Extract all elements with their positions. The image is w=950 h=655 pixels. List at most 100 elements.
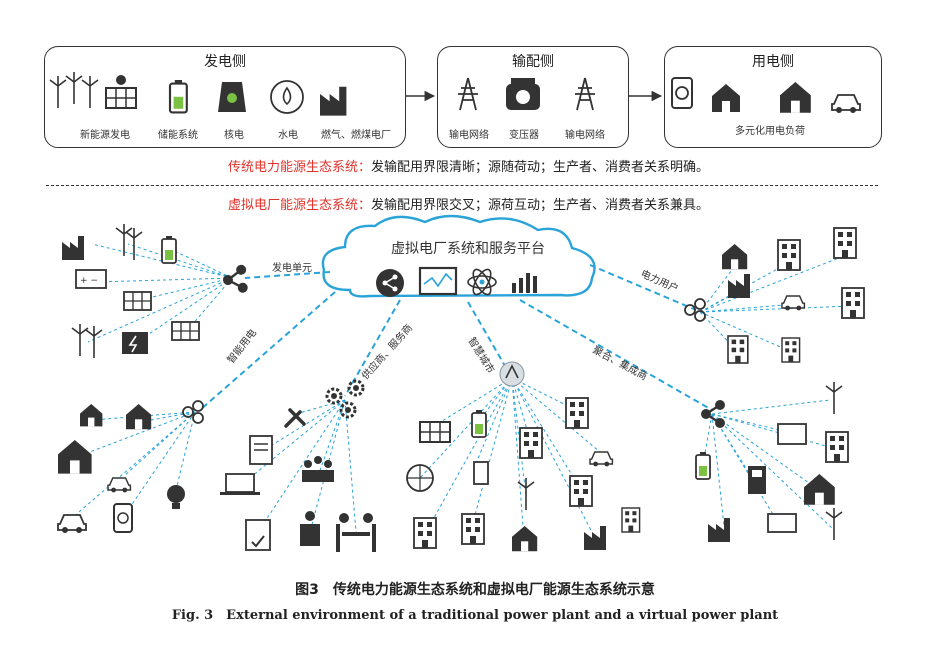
electric-car-icon	[57, 514, 87, 534]
eco-factory-icon	[708, 518, 730, 542]
tools-icon	[284, 408, 306, 428]
monitor-icon	[777, 423, 807, 445]
virtual-note-head: 虚拟电厂能源生态系统：	[228, 198, 372, 213]
map-pin-icon	[499, 361, 525, 387]
charging-car-icon	[831, 94, 861, 114]
wind-turbine-icon	[825, 507, 843, 541]
traditional-note-body: 发输配用界限清晰；源随荷动；生产者、消费者关系明确。	[371, 160, 710, 175]
handshake-icon	[336, 513, 376, 552]
battery-icon	[471, 409, 487, 438]
laptop-icon	[220, 473, 260, 495]
battery-pack-icon	[767, 513, 797, 533]
ferris-wheel-icon	[406, 464, 434, 492]
solar-panel-icon	[419, 421, 451, 443]
label-diverse-load: 多元化用电负荷	[735, 126, 805, 137]
generation-side-title: 发电侧	[204, 54, 246, 70]
power-user-spokes	[699, 255, 853, 355]
cloud-title: 虚拟电厂系统和服务平台	[391, 241, 545, 257]
village-icon	[722, 244, 748, 270]
figure-caption-cn: 图3 传统电力能源生态系统和虚拟电厂能源生态系统示意	[295, 582, 655, 598]
gear-icon	[325, 379, 365, 419]
community-icon	[780, 82, 811, 113]
label-transmission-2: 输电网络	[565, 130, 605, 141]
share-icon	[376, 269, 404, 297]
pylon-icon	[574, 77, 596, 111]
wind-turbine-icon	[115, 223, 143, 261]
link-label-supplier: 供应商、服务商	[359, 321, 416, 382]
ev-station-icon	[473, 461, 489, 485]
battery-icon	[161, 235, 177, 264]
houses-icon	[512, 526, 538, 552]
transmission-side-box: 输配侧	[437, 46, 629, 148]
store-icon	[781, 337, 801, 363]
solar-panel-icon	[105, 75, 137, 109]
link-label-smart-city: 智慧城市	[465, 335, 497, 376]
transmission-side-title: 输配侧	[512, 54, 554, 70]
battery-pack-icon: + −	[75, 269, 107, 289]
label-transformer: 变压器	[509, 130, 539, 141]
label-hydro: 水电	[278, 130, 298, 141]
traditional-note: 传统电力能源生态系统：发输配用界限清晰；源随荷动；生产者、消费者关系明确。	[228, 156, 709, 175]
nuclear-plant-icon	[218, 82, 246, 112]
factory-icon	[62, 236, 84, 260]
pylon-icon	[457, 77, 479, 111]
monitor-icon	[418, 266, 458, 296]
charger-icon	[122, 332, 148, 354]
meeting-icon	[302, 456, 334, 482]
bank-icon	[461, 513, 485, 545]
hospital-icon	[565, 397, 589, 429]
house-icon	[58, 440, 92, 474]
solar-panel-icon	[123, 291, 152, 311]
atom-icon	[467, 268, 497, 296]
section-divider	[46, 185, 878, 186]
svg-text:+ −: + −	[80, 276, 98, 286]
church-icon	[519, 427, 543, 459]
office-building-icon	[777, 239, 801, 271]
gen-unit-hub-icon	[220, 263, 250, 296]
skyscraper-icon	[833, 227, 857, 259]
car-icon	[781, 295, 806, 312]
link-label-gen-unit: 发电单元	[272, 261, 312, 274]
ev-charging-icon	[107, 477, 132, 494]
figure-caption-en: Fig. 3 External environment of a traditi…	[171, 608, 779, 623]
traditional-note-head: 传统电力能源生态系统：	[228, 160, 372, 175]
house-icon	[712, 84, 740, 112]
office-building-icon	[825, 431, 849, 463]
label-thermal: 燃气、燃煤电厂	[321, 130, 391, 141]
smart-meter-icon	[671, 77, 693, 109]
lightbulb-icon	[167, 485, 185, 509]
solar-panel-icon	[171, 321, 200, 341]
parking-car-icon	[589, 451, 614, 468]
label-nuclear: 核电	[224, 130, 244, 141]
link-label-smart-use: 智能用电	[224, 326, 259, 366]
wind-turbine-icon	[49, 71, 99, 109]
battery-icon	[695, 451, 711, 480]
hospital-icon	[841, 287, 865, 319]
speaker-person-icon	[300, 511, 320, 546]
phone-icon	[113, 503, 133, 533]
wind-turbine-icon	[71, 323, 103, 359]
hydro-icon	[270, 80, 304, 114]
consumption-side-title: 用电侧	[752, 54, 794, 70]
apartment-icon	[727, 335, 749, 364]
gen-unit-spokes	[87, 243, 233, 343]
thermal-plant-icon	[320, 86, 347, 116]
link-label-aggregator: 聚合、集成商	[591, 343, 650, 383]
factory-icon	[584, 526, 606, 550]
wind-turbine-icon	[825, 381, 843, 415]
clinic-icon	[569, 475, 593, 507]
label-renewable: 新能源发电	[80, 130, 130, 141]
label-storage: 储能系统	[158, 130, 198, 141]
bar-chart-icon	[512, 273, 537, 293]
checklist-icon	[245, 519, 271, 551]
transformer-icon	[506, 78, 540, 110]
community-icon	[126, 404, 152, 430]
house-icon	[80, 404, 103, 427]
smart-city-spokes	[419, 377, 601, 541]
tower-icon	[621, 507, 641, 533]
label-transmission-1: 输电网络	[449, 130, 489, 141]
smart-use-spokes	[71, 411, 196, 519]
virtual-note: 虚拟电厂能源生态系统：发输配用界限交叉；源荷互动；生产者、消费者关系兼具。	[228, 194, 709, 213]
virtual-note-body: 发输配用界限交叉；源荷互动；生产者、消费者关系兼具。	[371, 198, 710, 213]
battery-icon	[168, 78, 188, 114]
